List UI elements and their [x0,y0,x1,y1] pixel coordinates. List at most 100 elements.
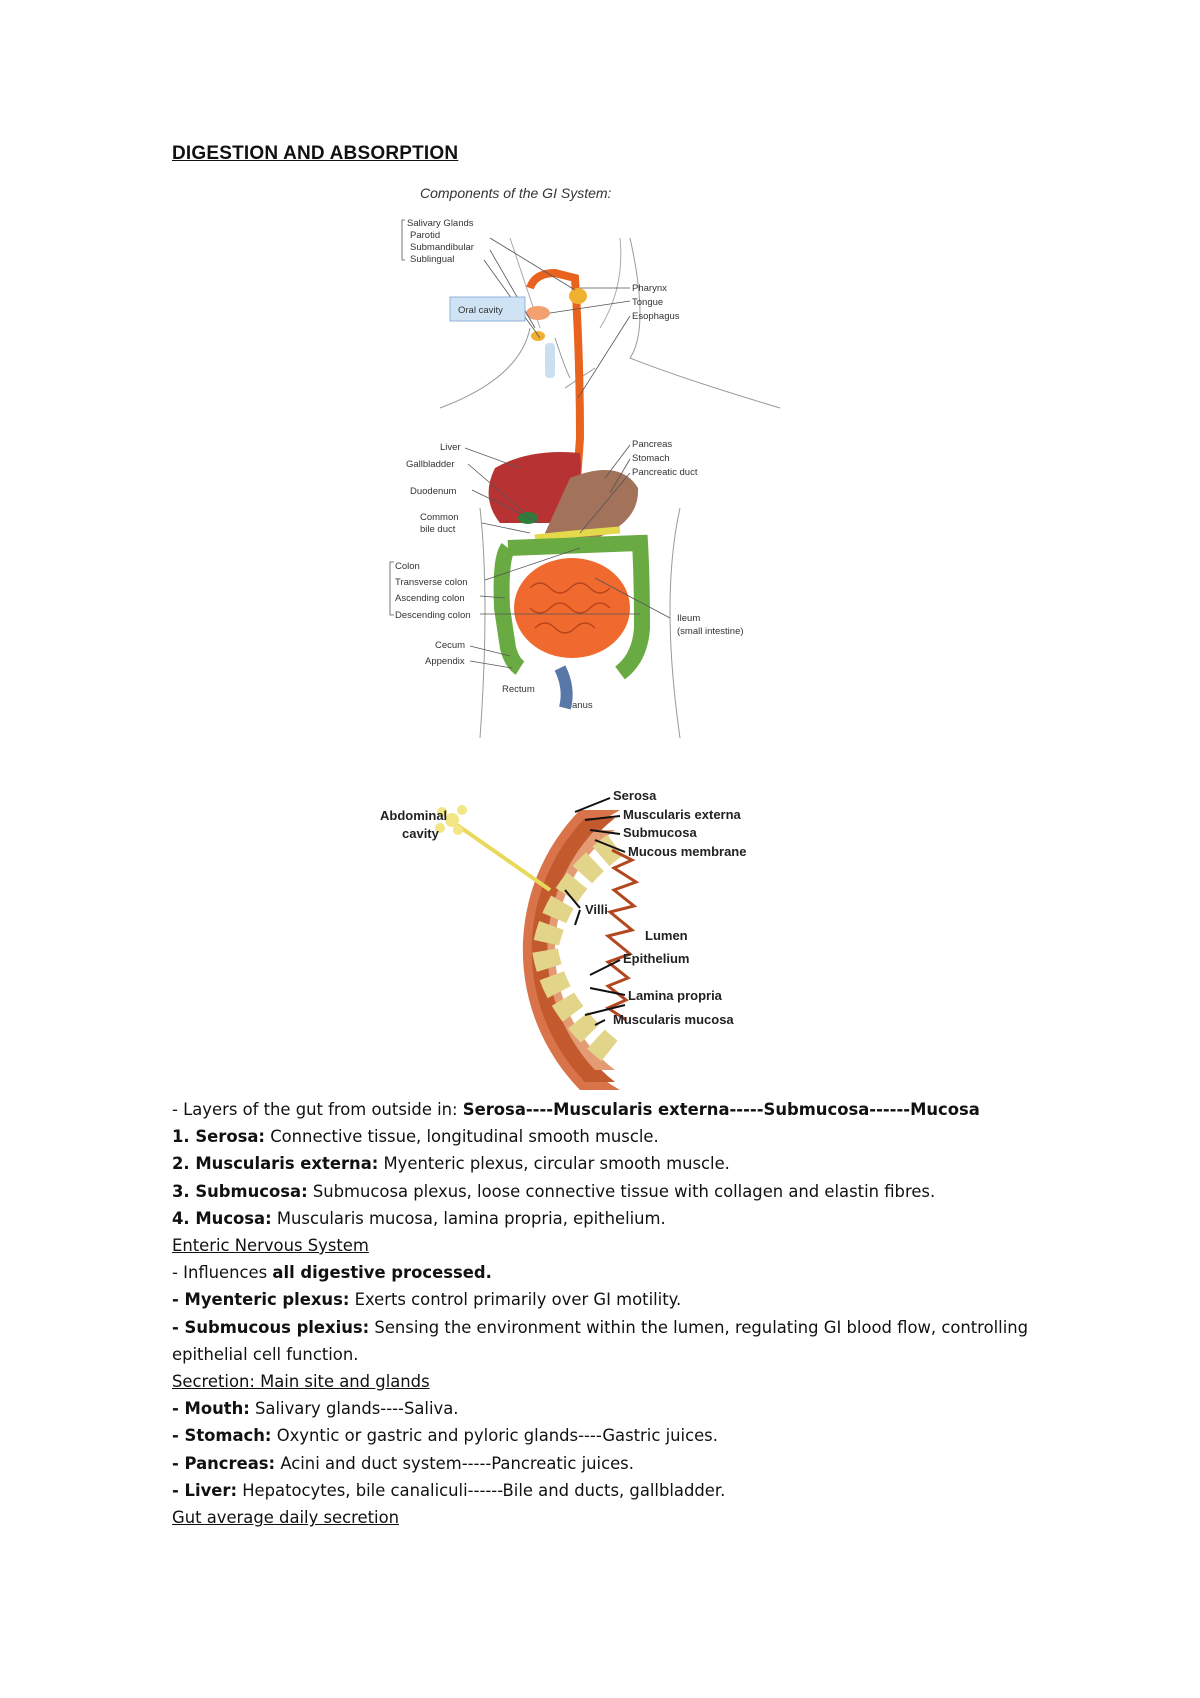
ens-2-term: - Myenteric plexus: [172,1290,350,1310]
layer-3-term: 3. Submucosa: [172,1181,308,1201]
label-common-bile-duct-2: bile duct [420,524,456,535]
tongue-shape [526,306,550,320]
trachea-shape [545,343,555,378]
muscularis-layer [531,818,615,1082]
layer-4-text: Muscularis mucosa, lamina propria, epith… [271,1208,666,1228]
secretion-1-term: - Mouth: [172,1399,250,1419]
label-cecum: Cecum [435,640,465,651]
head-outline [509,237,622,329]
label-descending-colon: Descending colon [395,610,471,621]
secretion-4-term: - Liver: [172,1480,238,1500]
label-oral-cavity: Oral cavity [458,305,503,316]
salivary-bracket [401,219,405,261]
ens-3-text: Sensing the environment within the lumen… [172,1317,1029,1364]
layer-4-term: 4. Mucosa: [172,1208,272,1228]
secretion-heading: Secretion: Main site and glands [172,1372,430,1392]
villi-layer [531,834,623,1066]
secretion-line-2: - Stomach: Oxyntic or gastric and pylori… [172,1422,1072,1449]
colon-bracket [389,561,394,616]
layer-2-text: Myenteric plexus, circular smooth muscle… [378,1154,730,1174]
gut-layers-diagram: Abdominal cavity Serosa Muscularis exter… [380,790,746,1090]
layers-sequence: Serosa----Muscularis externa-----Submuco… [462,1100,980,1119]
secretion-line-4: - Liver: Hepatocytes, bile canaliculi---… [172,1477,1072,1504]
label-rectum: Rectum [502,684,535,695]
label-epithelium: Epithelium [623,951,689,966]
label-duodenum: Duodenum [410,486,457,497]
oral-cavity-box [449,296,526,322]
label-submucosa: Submucosa [623,825,697,840]
gi-system-diagram: Components of the GI System: [389,185,781,739]
layer-4-line: 4. Mucosa: Muscularis mucosa, lamina pro… [172,1205,1072,1232]
ens-1-bold: all digestive processed. [272,1263,492,1283]
leader-lines [464,237,671,669]
label-sublingual: Sublingual [410,254,454,265]
ens-line-2: - Myenteric plexus: Exerts control prima… [172,1286,1072,1313]
label-stomach: Stomach [632,453,670,464]
small-intestine-shape [514,558,630,658]
label-abdominal-1: Abdominal [380,808,447,823]
layer-1-term: 1. Serosa: [172,1127,265,1147]
layer-3-text: Submucosa plexus, loose connective tissu… [307,1181,936,1201]
label-abdominal-2: cavity [402,826,440,841]
label-ileum-2: (small intestine) [677,626,744,637]
document-title: DIGESTION AND ABSORPTION [172,143,459,164]
layer-arrows [564,797,626,1026]
label-appendix: Appendix [425,656,465,667]
secretion-line-3: - Pancreas: Acini and duct system-----Pa… [172,1450,1072,1477]
label-pancreatic-duct: Pancreatic duct [632,467,698,478]
small-intestine-folds [529,582,611,634]
gi-diagram-title: Components of the GI System: [420,185,612,201]
parotid-gland [569,288,587,304]
label-colon: Colon [395,561,420,572]
gut-secretion-heading: Gut average daily secretion [172,1508,399,1528]
layers-prefix: - Layers of the gut from outside in: [172,1100,463,1119]
secretion-4-text: Hepatocytes, bile canaliculi------Bile a… [237,1480,726,1500]
pancreas-shape [534,526,621,542]
label-pharynx: Pharynx [632,283,667,294]
mesentery-vessel [448,818,552,892]
label-pancreas: Pancreas [632,439,672,450]
layer-1-text: Connective tissue, longitudinal smooth m… [264,1127,659,1147]
label-serosa: Serosa [613,790,657,803]
label-tongue: Tongue [632,297,663,308]
layers-line: - Layers of the gut from outside in: Ser… [172,1096,1072,1123]
notes-body: - Layers of the gut from outside in: Ser… [172,1096,1072,1531]
rectum-shape [554,665,573,710]
label-submandibular: Submandibular [410,242,474,253]
label-salivary-glands: Salivary Glands [407,218,474,229]
secretion-3-term: - Pancreas: [172,1453,276,1473]
label-lamina-propria: Lamina propria [628,988,723,1003]
ens-heading: Enteric Nervous System [172,1236,369,1256]
lymph-node-cluster [435,805,467,835]
ens-1-prefix: - Influences [172,1263,273,1283]
sublingual-gland [531,331,545,341]
label-muscularis-mucosa: Muscularis mucosa [613,1012,734,1027]
layer-2-line: 2. Muscularis externa: Myenteric plexus,… [172,1150,1072,1177]
label-mucous-membrane: Mucous membrane [628,844,746,859]
stomach-shape [545,470,639,545]
label-ascending-colon: Ascending colon [395,593,465,604]
label-gallbladder: Gallbladder [406,459,455,470]
ens-3-term: - Submucous plexius: [172,1317,370,1337]
label-liver: Liver [440,442,461,453]
label-muscularis-externa: Muscularis externa [623,807,742,822]
label-parotid: Parotid [410,230,440,241]
ens-line-3: - Submucous plexius: Sensing the environ… [172,1314,1072,1368]
secretion-3-text: Acini and duct system-----Pancreatic jui… [275,1453,634,1473]
ens-2-text: Exerts control primarily over GI motilit… [349,1290,682,1310]
colon-shape [493,534,651,680]
ens-line-1: - Influences all digestive processed. [172,1259,1072,1286]
label-ileum-1: Ileum [677,613,700,624]
layer-2-term: 2. Muscularis externa: [172,1154,379,1174]
layer-1-line: 1. Serosa: Connective tissue, longitudin… [172,1123,1072,1150]
label-anus: anus [572,700,593,711]
secretion-2-text: Oxyntic or gastric and pyloric glands---… [271,1426,718,1446]
label-esophagus: Esophagus [632,311,680,322]
secretion-line-1: - Mouth: Salivary glands----Saliva. [172,1395,1072,1422]
secretion-1-text: Salivary glands----Saliva. [249,1399,459,1419]
label-lumen: Lumen [645,928,688,943]
layer-3-line: 3. Submucosa: Submucosa plexus, loose co… [172,1178,1072,1205]
label-transverse-colon: Transverse colon [395,577,468,588]
label-villi: Villi [585,902,608,917]
